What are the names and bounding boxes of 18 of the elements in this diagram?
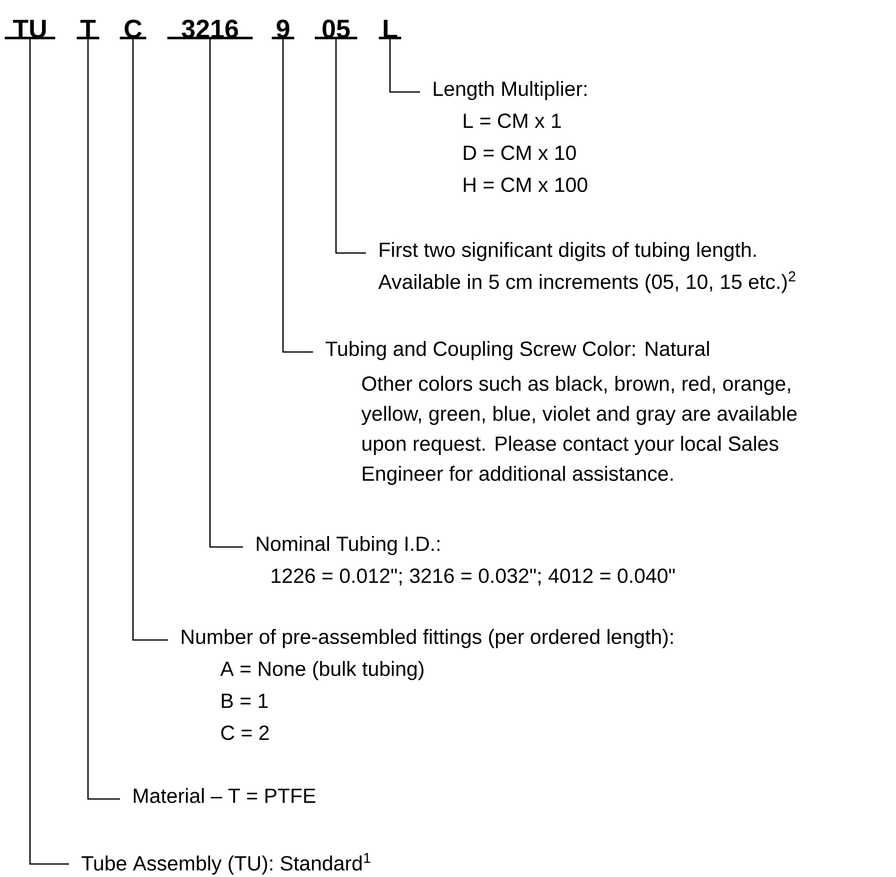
callout-text: Tubing and Coupling Screw Color: Natural Other colors such as black, brown, red, orange, yellow, green, blue, violet and gray are available upon request. Please contact your local Sales Engineer for additional assistance. bbox=[326, 341, 797, 485]
leader-line bbox=[389, 38, 420, 93]
code-segment: 05 bbox=[314, 20, 358, 40]
leader-line bbox=[132, 38, 168, 641]
leader-line bbox=[335, 38, 366, 254]
callout-text: Length Multiplier: L = CM x 1 D = CM x 10 H = CM x 100 bbox=[434, 81, 588, 192]
leader-line bbox=[209, 38, 243, 548]
code-segment: TU bbox=[4, 20, 56, 40]
code-segment: T bbox=[76, 20, 100, 40]
callout-text: Nominal Tubing I.D.: 1226 = 0.012"; 3216 = 0.032"; 4012 = 0.040" bbox=[256, 536, 675, 586]
code-segment: 9 bbox=[272, 20, 294, 40]
leader-line bbox=[29, 38, 69, 865]
callout-text: First two significant digits of tubing length. Available in 5 cm increments (05, 10, 15 etc.)$^{2}$ bbox=[378, 242, 796, 294]
callout-text: Tube Assembly (TU): Standard$^{1}$ bbox=[82, 852, 370, 875]
callout-text: Number of pre-assembled fittings (per ordered length): A = None (bulk tubing) B = 1 C = 2 bbox=[182, 629, 673, 740]
leader-line bbox=[282, 38, 313, 353]
callout-text: Material – T = PTFE bbox=[134, 788, 316, 804]
leader-line bbox=[87, 38, 120, 800]
